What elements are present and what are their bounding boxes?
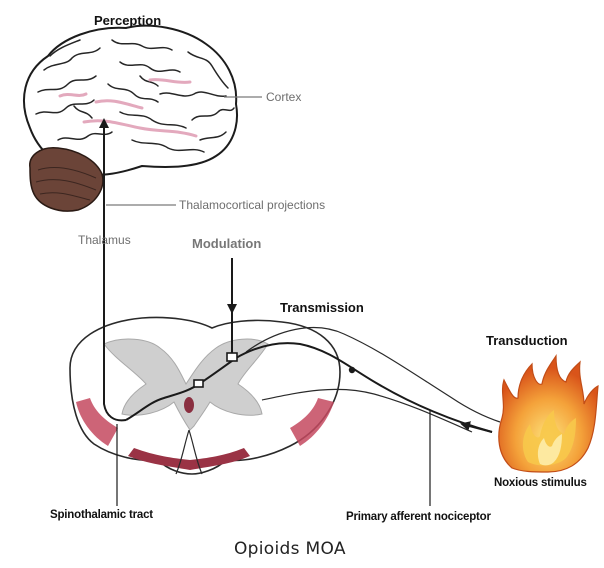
noxious-stimulus-label: Noxious stimulus xyxy=(494,478,587,490)
primary-afferent-label: Primary afferent nociceptor xyxy=(346,512,491,524)
caption: Opioids MOA xyxy=(234,541,346,558)
central-canal xyxy=(184,397,194,413)
brain xyxy=(24,26,237,211)
stimulus-arrow xyxy=(462,424,492,432)
transmission-label: Transmission xyxy=(280,301,364,314)
thalamus-label: Thalamus xyxy=(78,234,131,246)
thalamocortical-label: Thalamocortical projections xyxy=(179,199,325,211)
synapse-modulation xyxy=(227,353,237,361)
transduction-label: Transduction xyxy=(486,334,568,347)
cortex-label: Cortex xyxy=(266,91,301,103)
spinothalamic-tract-label: Spinothalamic tract xyxy=(50,510,153,522)
spinal-cord xyxy=(70,317,340,474)
synapse-dorsal-horn xyxy=(194,380,203,387)
dorsal-root-ganglion-dot xyxy=(349,367,355,373)
flame-icon xyxy=(499,356,598,472)
perception-label: Perception xyxy=(94,14,161,27)
modulation-label: Modulation xyxy=(192,237,261,250)
